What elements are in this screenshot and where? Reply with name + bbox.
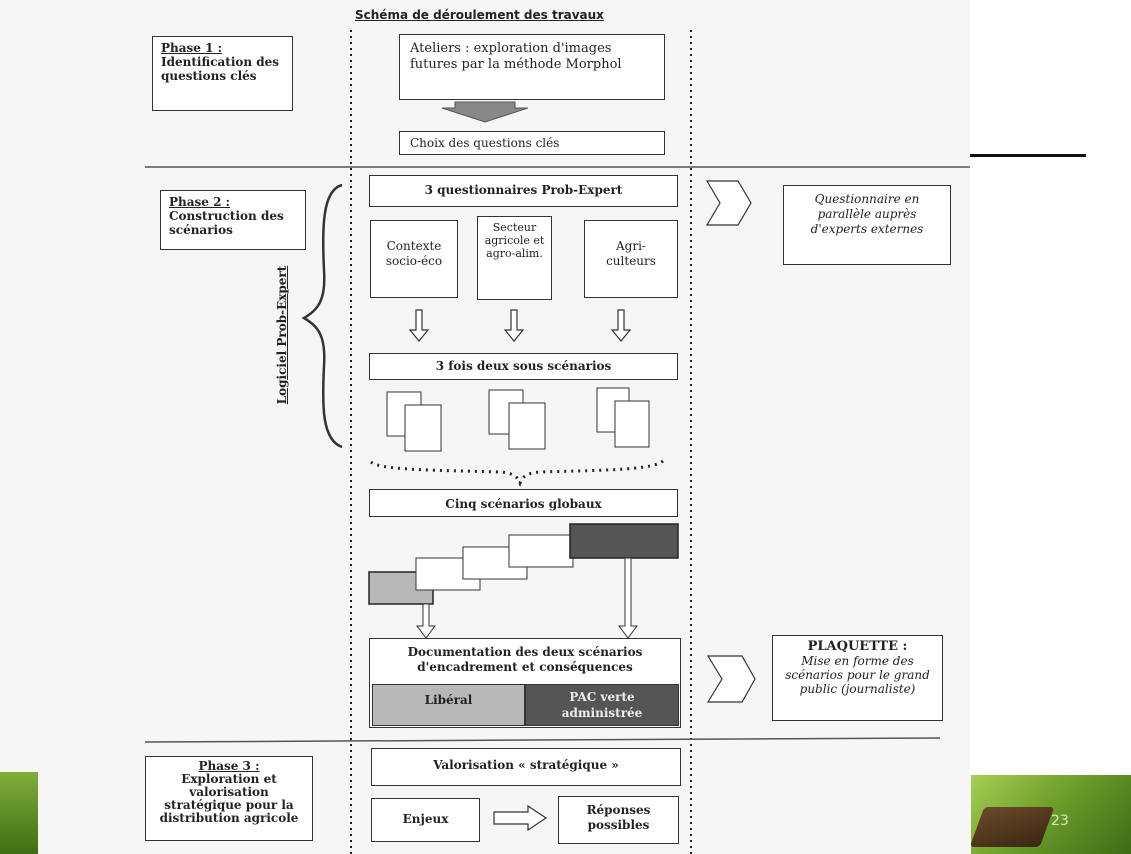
valorisation-text: Valorisation « stratégique » [433, 758, 619, 772]
secteur-text: Secteur agricole et agro-alim. [484, 221, 545, 260]
sous-scenarios-box: 3 fois deux sous scénarios [369, 353, 678, 380]
contexte-box: Contexte socio-éco [370, 220, 458, 298]
plaquette-box: PLAQUETTE : Mise en forme des scénarios … [772, 635, 943, 721]
phase1-title: Phase 1 : [161, 41, 223, 55]
hollow-arrow-liberal [416, 603, 436, 639]
sous-scenarios-text: 3 fois deux sous scénarios [435, 359, 612, 373]
phase1-box: Phase 1 : Identification des questions c… [152, 36, 293, 111]
secteur-box: Secteur agricole et agro-alim. [477, 216, 552, 300]
choix-box: Choix des questions clés [399, 131, 665, 155]
sheet-pair-1 [386, 391, 442, 452]
slide-divider-line [970, 154, 1086, 157]
diagram-title: Schéma de déroulement des travaux [355, 8, 604, 22]
plaquette-text: Mise en forme des scénarios pour le gran… [785, 654, 930, 696]
hollow-arrow-contexte [408, 309, 430, 342]
ateliers-box: Ateliers : exploration d'images futures … [399, 34, 665, 100]
liberal-text: Libéral [424, 693, 473, 707]
enjeux-box: Enjeux [371, 798, 480, 842]
liberal-box: Libéral [372, 684, 525, 726]
phase3-box: Phase 3 : Exploration et valorisation st… [145, 756, 313, 841]
grey-down-arrow [441, 101, 529, 123]
curly-brace [301, 183, 343, 449]
documentation-text: Documentation des deux scénarios d'encad… [407, 645, 643, 674]
scenario-sheet-5 [569, 523, 679, 559]
sheet-pair-3 [596, 387, 650, 448]
plaquette-title: PLAQUETTE : [807, 639, 908, 654]
agri-text: Agri-culteurs [606, 239, 656, 268]
phase2-subtitle: Construction des scénarios [169, 209, 284, 237]
contexte-text: Contexte socio-éco [385, 239, 443, 268]
separator-phase3 [144, 737, 941, 743]
dotted-merge-brace [370, 458, 666, 488]
valorisation-box: Valorisation « stratégique » [371, 748, 681, 786]
phase3-title: Phase 3 : [198, 759, 260, 773]
reponses-box: Réponses possibles [558, 796, 679, 844]
page-number: 23 [1051, 813, 1069, 829]
hollow-arrow-agri [610, 309, 632, 342]
experts-text: Questionnaire en parallèle auprès d'expe… [810, 192, 924, 236]
questionnaires-text: 3 questionnaires Prob-Expert [424, 183, 623, 197]
hollow-arrow-pac [618, 557, 638, 639]
cinq-text: Cinq scénarios globaux [445, 497, 602, 511]
cinq-box: Cinq scénarios globaux [369, 489, 678, 517]
ateliers-text: Ateliers : exploration d'images futures … [410, 41, 622, 72]
chevron-plaquette-icon [706, 655, 756, 703]
experts-box: Questionnaire en parallèle auprès d'expe… [783, 185, 951, 265]
agri-box: Agri-culteurs [584, 220, 678, 298]
choix-text: Choix des questions clés [410, 136, 560, 150]
hollow-arrow-secteur [503, 309, 525, 342]
reponses-text: Réponses possibles [586, 803, 651, 832]
hollow-arrow-enjeux [493, 804, 548, 832]
phase2-title: Phase 2 : [169, 195, 231, 209]
questionnaires-box: 3 questionnaires Prob-Expert [369, 175, 678, 207]
pac-box: PAC verte administrée [525, 684, 679, 726]
chevron-experts-icon [705, 180, 752, 226]
scenario-sheet-4 [508, 534, 574, 568]
phase3-subtitle: Exploration et valorisation stratégique … [159, 772, 299, 825]
vertical-software-label: Logiciel Prob-Expert [275, 265, 289, 405]
enjeux-text: Enjeux [402, 812, 449, 826]
green-corner-image-left [0, 772, 38, 854]
phase2-box: Phase 2 : Construction des scénarios [160, 190, 306, 250]
phase1-subtitle: Identification des questions clés [161, 55, 280, 83]
green-corner-image-right: 23 [969, 775, 1131, 854]
pac-text: PAC verte administrée [561, 690, 643, 720]
sheet-pair-2 [488, 389, 546, 450]
